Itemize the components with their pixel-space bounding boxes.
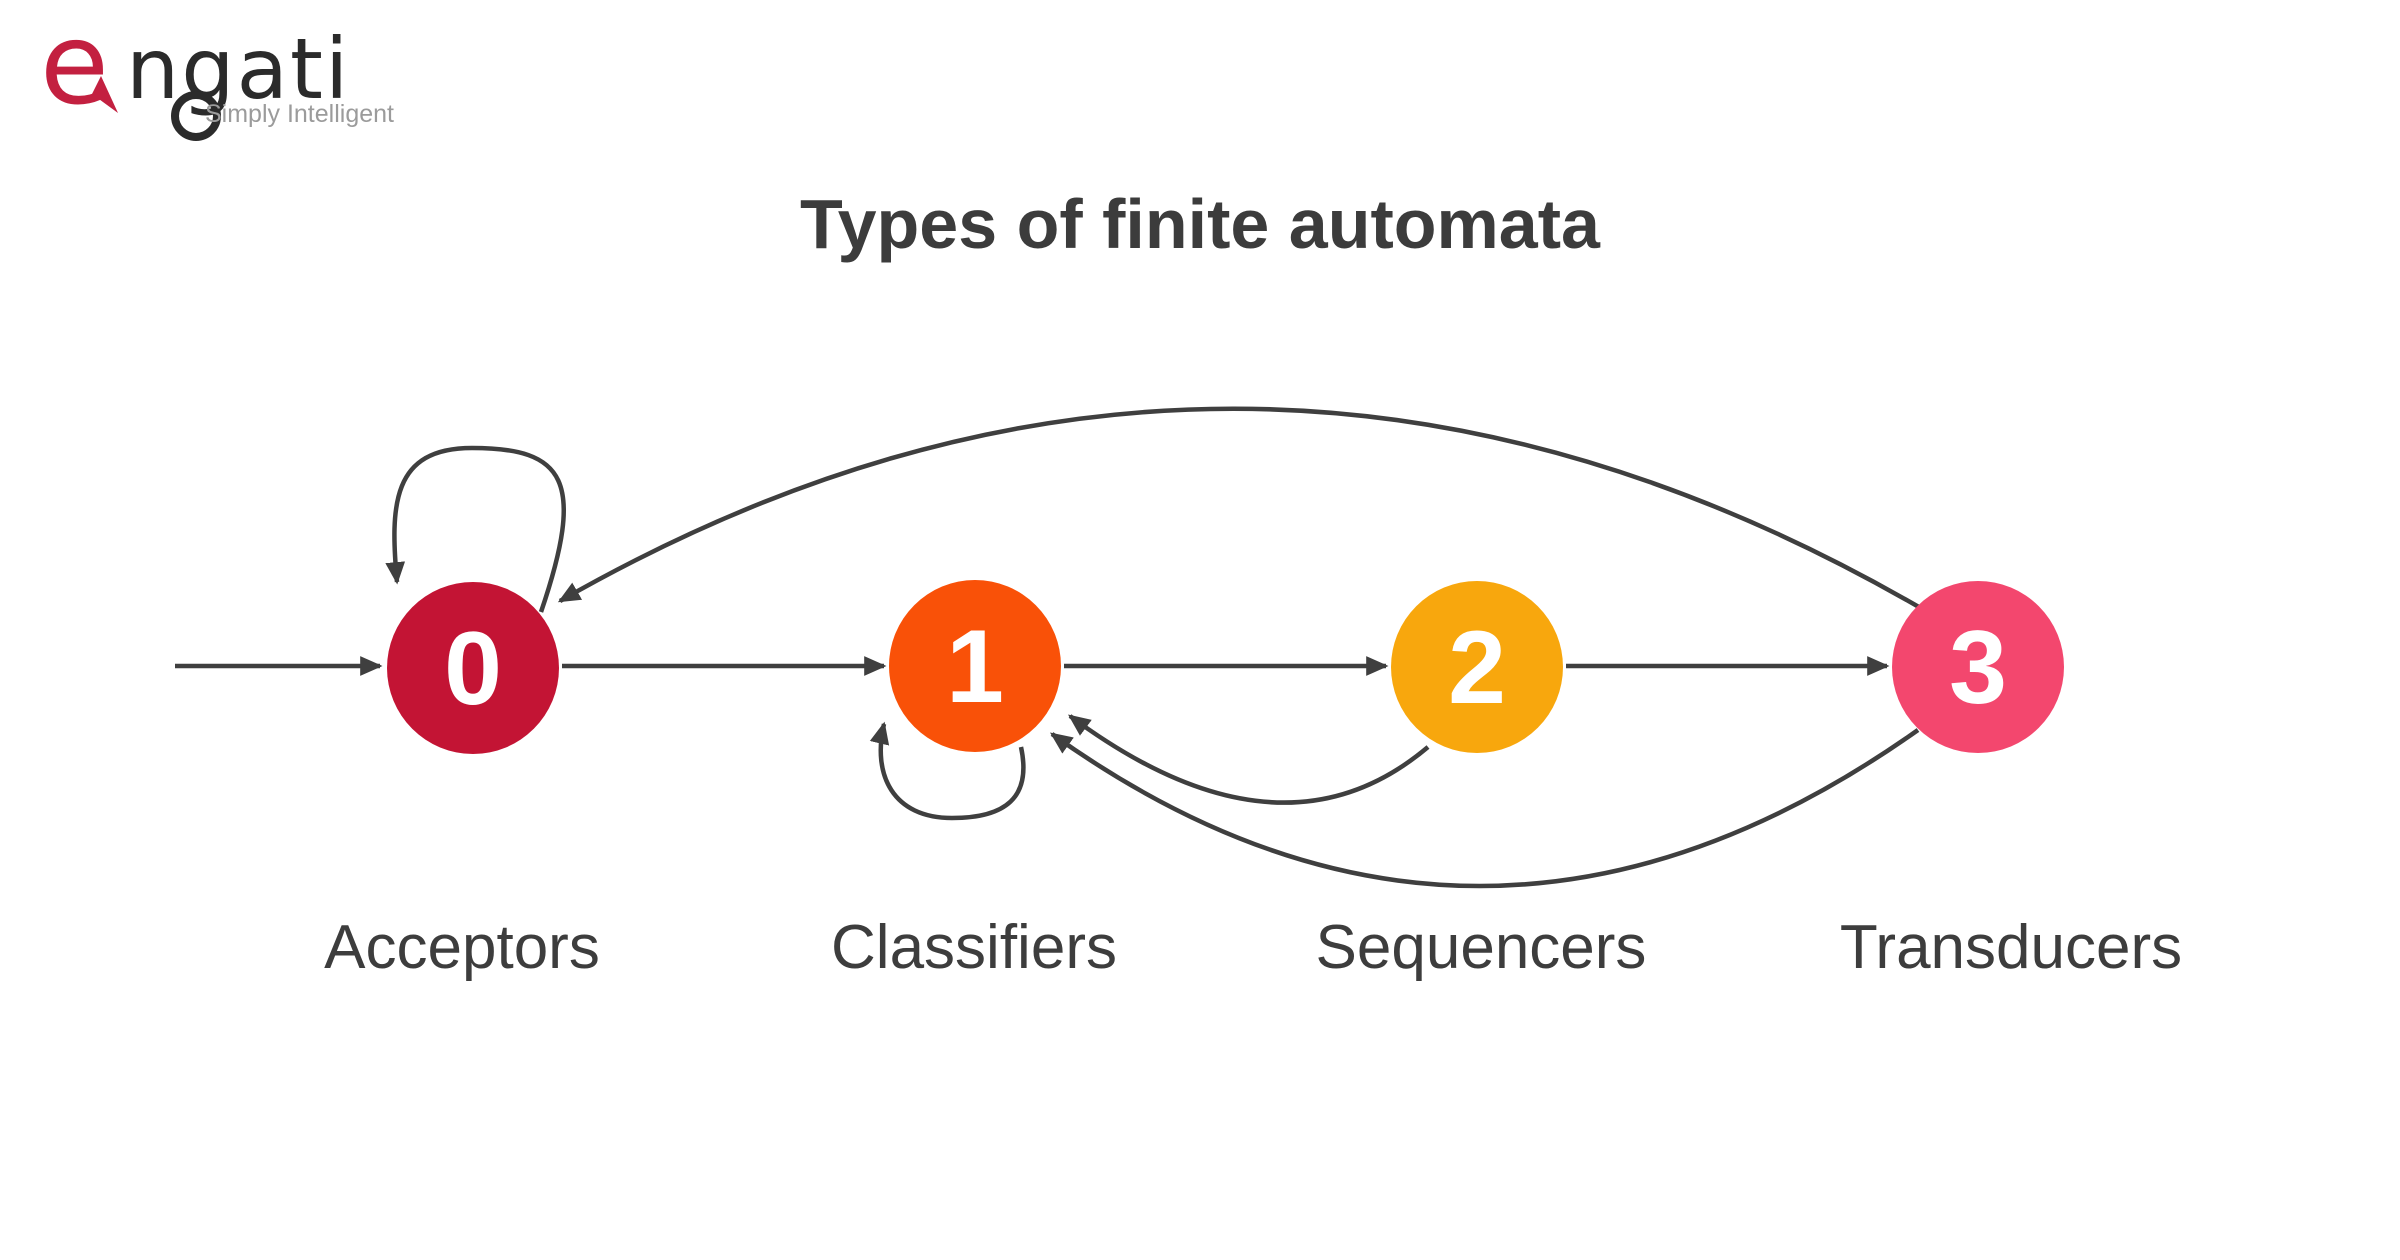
edge-self-loop-1 [869,721,1026,821]
page-title: Types of finite automata [800,185,1601,263]
edge-3-to-1 [1049,728,1920,889]
edge-2-to-1 [1068,714,1430,805]
state-digit-1: 1 [946,609,1004,725]
logo-g-ring-icon [171,91,221,141]
logo-letter-e: e [40,0,109,130]
state-transducers: 3 Transducers [1840,581,2182,982]
state-digit-2: 2 [1448,610,1506,726]
state-label-transducers: Transducers [1840,913,2182,982]
diagram-edges [175,406,1926,889]
state-digit-0: 0 [444,611,502,727]
logo-wordmark: ngati [126,20,350,118]
state-label-acceptors: Acceptors [324,913,600,982]
state-sequencers: 2 Sequencers [1316,581,1647,982]
state-circle-2 [1391,581,1563,753]
state-label-classifiers: Classifiers [831,913,1117,982]
edge-self-loop-0 [385,445,566,613]
state-digit-3: 3 [1949,610,2007,726]
state-circle-0 [387,582,559,754]
state-circle-1 [889,580,1061,752]
logo-tagline: Simply Intelligent [205,100,394,128]
state-circle-3 [1892,581,2064,753]
state-acceptors: 0 Acceptors [324,582,600,982]
engati-logo: e ngati Simply Intelligent [40,0,394,141]
state-classifiers: 1 Classifiers [831,580,1117,982]
logo-speech-bubble-tail-icon [92,76,118,113]
state-label-sequencers: Sequencers [1316,913,1647,982]
edge-3-to-0 [557,406,1926,612]
